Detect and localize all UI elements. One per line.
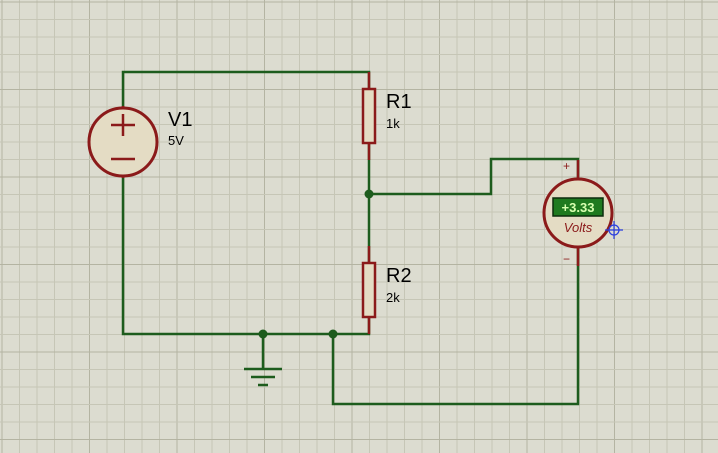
ground-icon[interactable] <box>244 367 282 387</box>
r1-value: 1k <box>386 116 400 131</box>
v1-body[interactable] <box>87 106 159 178</box>
r2-body[interactable] <box>361 261 377 319</box>
junction-dot[interactable] <box>328 329 338 339</box>
voltmeter[interactable]: +3.33 Volts + − <box>542 159 614 266</box>
wire-voltmeter-minus-return[interactable] <box>331 248 580 406</box>
voltmeter-plus-pin: + <box>563 159 570 173</box>
voltmeter-lcd <box>552 197 604 217</box>
v1-value: 5V <box>168 133 184 148</box>
voltmeter-reading: +3.33 <box>562 200 595 215</box>
voltmeter-unit: Volts <box>564 220 593 235</box>
v1-name: V1 <box>168 109 192 131</box>
r1-body[interactable] <box>361 87 377 145</box>
voltmeter-minus-pin: − <box>563 252 570 266</box>
junction-dot[interactable] <box>258 329 268 339</box>
r1-name: R1 <box>386 91 412 113</box>
junctions <box>258 189 374 339</box>
resistor-r1[interactable]: R1 1k <box>361 72 412 160</box>
r2-value: 2k <box>386 290 400 305</box>
junction-dot[interactable] <box>364 189 374 199</box>
resistor-r2[interactable]: R2 2k <box>361 246 412 334</box>
crosshair-cursor-icon <box>605 221 623 239</box>
voltage-source-v1[interactable]: V1 5V <box>87 106 192 178</box>
r2-name: R2 <box>386 265 412 287</box>
